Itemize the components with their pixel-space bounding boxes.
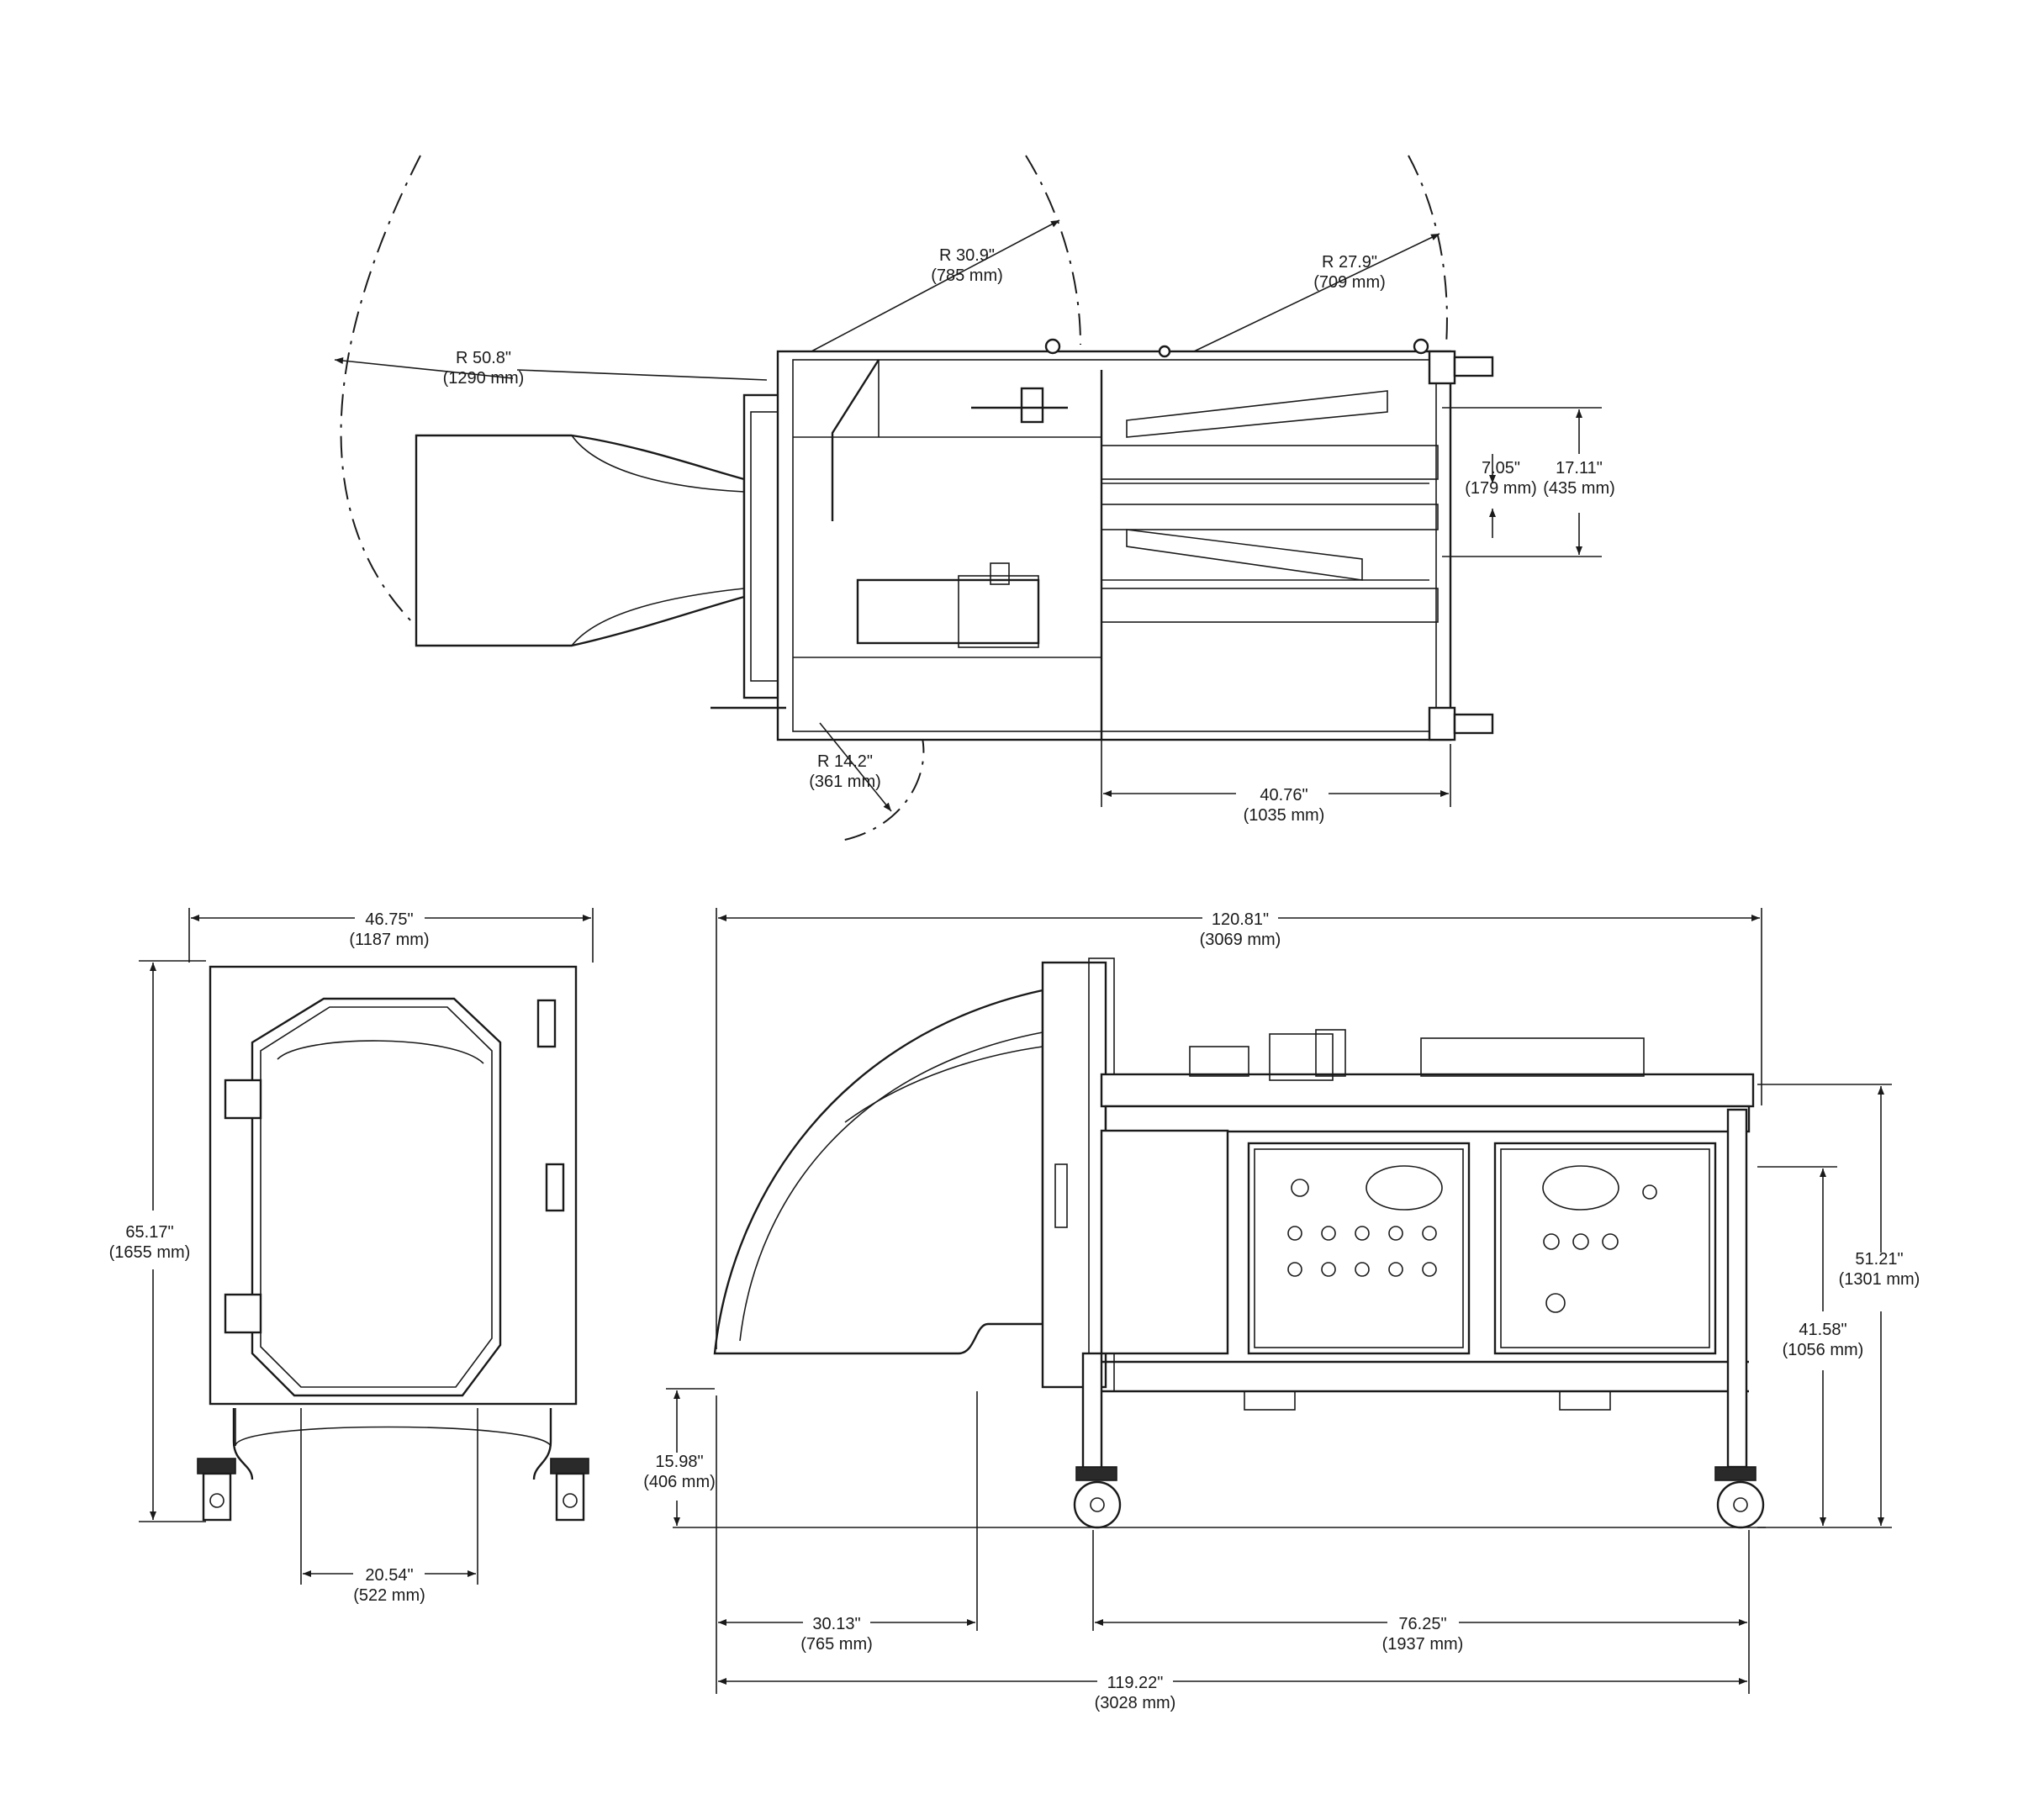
dim-20-mm: (522 mm) [353,1586,425,1605]
dim-119-in: 119.22" [1107,1674,1164,1692]
swing-arc-r14 [840,731,925,841]
dim-46-mm: (1187 mm) [349,931,429,949]
dim-15-mm: (406 mm) [643,1473,716,1491]
swing-arc-r30 [1025,155,1081,346]
top-view: R 50.8" (1290 mm) R 30.9" (785 mm) R 27.… [334,155,1615,841]
dim-30-in: 30.13" [812,1615,860,1633]
dim-30-mm: (765 mm) [800,1635,873,1654]
dim-40-mm: (1035 mm) [1244,806,1325,825]
dim-r50-mm: (1290 mm) [443,369,525,388]
dim-65-in: 65.17" [125,1223,173,1242]
side-table [1100,1073,1755,1108]
dim-15-in: 15.98" [655,1453,703,1471]
dim-65-mm: (1655 mm) [109,1243,191,1262]
dim-r14-mm: (361 mm) [809,773,881,791]
end-view: 46.75" (1187 mm) 65.17" (1655 mm) 20.54"… [109,908,594,1605]
dim-7-in: 7.05" [1482,459,1520,477]
control-box-2 [1493,1142,1717,1355]
dim-119-mm: (3028 mm) [1095,1694,1176,1712]
dim-r28-mm: (709 mm) [1313,273,1386,292]
end-window [251,997,502,1397]
dim-46-in: 46.75" [365,910,413,929]
swing-arc-r50 [340,155,421,627]
dim-51-mm: (1301 mm) [1839,1270,1920,1289]
dim-51-in: 51.21" [1855,1250,1903,1269]
dim-r30-in: R 30.9" [939,246,995,265]
dim-r28-in: R 27.9" [1322,253,1377,272]
swing-arc-r28 [1408,155,1448,346]
top-hopper [415,434,746,647]
dim-120-in: 120.81" [1212,910,1269,929]
dim-17-in: 17.11" [1556,459,1603,477]
side-door [1041,961,1107,1389]
dim-r50-in: R 50.8" [456,349,511,367]
dim-41-in: 41.58" [1799,1321,1846,1339]
dim-76-mm: (1937 mm) [1382,1635,1464,1654]
dim-41-mm: (1056 mm) [1783,1341,1864,1359]
side-chute [713,989,1044,1355]
control-box-1 [1247,1142,1471,1355]
dim-r14-in: R 14.2" [817,752,873,771]
dim-20-in: 20.54" [365,1566,413,1585]
dim-7-mm: (179 mm) [1465,479,1537,498]
dim-17-mm: (435 mm) [1543,479,1615,498]
side-view: 120.81" (3069 mm) 51.21" (1301 mm) 41.58… [643,908,1920,1712]
dim-40-in: 40.76" [1260,786,1307,804]
dim-120-mm: (3069 mm) [1200,931,1281,949]
dim-76-in: 76.25" [1398,1615,1446,1633]
dim-r30-mm: (785 mm) [931,266,1003,285]
